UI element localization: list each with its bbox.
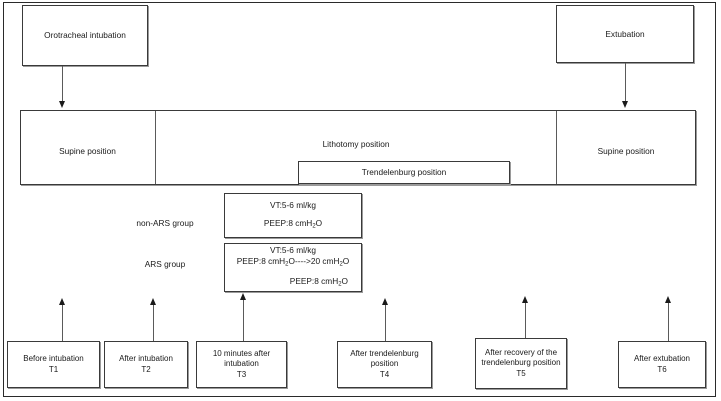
timepoint-t3-code: T3 xyxy=(236,369,247,379)
arrow-t2-shaft xyxy=(153,305,154,341)
trendelenburg-position-label: Trendelenburg position xyxy=(361,167,447,178)
supine-position-left-label: Supine position xyxy=(59,146,116,156)
arrow-t6-shaft xyxy=(668,303,669,341)
non-ars-ventilation-settings: VT:5-6 ml/kg PEEP:8 cmH2O xyxy=(225,200,361,231)
timepoint-box-t5: After recovery of the trendelenburg posi… xyxy=(475,338,567,389)
orotracheal-intubation-box: Orotracheal intubation xyxy=(22,5,148,66)
arrow-t3-head xyxy=(239,293,246,300)
timepoint-t4-code: T4 xyxy=(379,369,390,379)
ars-peep-return-prefix: PEEP:8 cmH xyxy=(289,276,339,287)
extubation-label: Extubation xyxy=(605,28,645,39)
ars-peep-prefix: PEEP:8 cmH xyxy=(236,256,286,267)
ars-group-label: ARS group xyxy=(144,259,186,269)
arrow-t4-head xyxy=(381,298,388,305)
timepoint-t6-text: After extubation xyxy=(633,353,691,363)
ars-vt-line: VT:5-6 ml/kg xyxy=(269,245,317,256)
non-ars-peep-suffix: O xyxy=(315,217,323,228)
orotracheal-intubation-label: Orotracheal intubation xyxy=(44,30,126,41)
non-ars-peep-line: PEEP:8 cmH2O xyxy=(228,218,358,231)
arrow-t6-head xyxy=(664,296,671,303)
ars-spacer xyxy=(228,269,358,276)
ars-ventilation-box: VT:5-6 ml/kg PEEP:8 cmH2O---->20 cmH2O P… xyxy=(224,243,362,292)
ars-peep-return-sub: 2 xyxy=(338,281,342,288)
timepoint-t5-code: T5 xyxy=(516,368,526,378)
ars-peep-return-line: PEEP:8 cmH2O xyxy=(228,276,358,289)
timepoint-t3-text: 10 minutes after intubation xyxy=(212,348,271,369)
non-ars-vt-line: VT:5-6 ml/kg xyxy=(269,199,317,210)
timepoint-box-t2: After intubation T2 xyxy=(104,341,188,388)
position-divider-left xyxy=(155,111,156,184)
timepoint-t1-code: T1 xyxy=(48,364,59,374)
ars-peep-return-suffix: O xyxy=(341,276,348,287)
timepoint-t4-content: After trendelenburg position T4 xyxy=(338,349,431,381)
timepoint-t5-content: After recovery of the trendelenburg posi… xyxy=(476,348,566,380)
trendelenburg-position-box: Trendelenburg position xyxy=(298,161,510,184)
timepoint-box-t6: After extubation T6 xyxy=(618,341,706,388)
ars-peep-ramp-line: PEEP:8 cmH2O---->20 cmH2O xyxy=(228,256,358,269)
arrow-extubation-to-position-shaft xyxy=(625,63,626,102)
ars-peep-suffix: O xyxy=(342,256,350,267)
timepoint-t5-text: After recovery of the trendelenburg posi… xyxy=(481,347,561,368)
ars-peep-sub2: 2 xyxy=(339,261,343,268)
timepoint-t1-text: Before intubation xyxy=(23,353,84,363)
timepoint-t2-text: After intubation xyxy=(119,353,173,363)
arrow-intubation-to-position-shaft xyxy=(62,66,63,102)
non-ars-peep-prefix: PEEP:8 cmH xyxy=(263,217,313,228)
lithotomy-position-label: Lithotomy position xyxy=(322,139,390,149)
non-ars-peep-sub: 2 xyxy=(312,223,316,230)
position-divider-right xyxy=(556,111,557,184)
extubation-box: Extubation xyxy=(556,5,694,63)
arrow-t1-shaft xyxy=(62,305,63,341)
timepoint-box-t3: 10 minutes after intubation T3 xyxy=(196,341,287,388)
timepoint-t4-text: After trendelenburg position xyxy=(350,348,419,369)
arrow-t3-shaft xyxy=(243,300,244,341)
arrow-t5-shaft xyxy=(525,303,526,341)
non-ars-spacer xyxy=(228,211,358,218)
arrow-t1-head xyxy=(58,298,65,305)
arrow-intubation-to-position-head xyxy=(58,101,65,108)
non-ars-ventilation-box: VT:5-6 ml/kg PEEP:8 cmH2O xyxy=(224,193,362,238)
ars-ventilation-settings: VT:5-6 ml/kg PEEP:8 cmH2O---->20 cmH2O P… xyxy=(225,245,361,289)
arrow-t4-shaft xyxy=(385,305,386,341)
timepoint-t2-code: T2 xyxy=(141,364,151,374)
figure-frame xyxy=(3,2,716,397)
timepoint-box-t4: After trendelenburg position T4 xyxy=(337,341,432,388)
timepoint-t2-content: After intubation T2 xyxy=(105,354,187,375)
timepoint-t1-content: Before intubation T1 xyxy=(8,354,99,375)
ars-peep-mid: O---->20 cmH xyxy=(288,256,340,267)
timepoint-t6-content: After extubation T6 xyxy=(619,354,705,375)
timepoint-t6-code: T6 xyxy=(657,364,667,374)
arrow-extubation-to-position-head xyxy=(621,101,628,108)
arrow-t5-head xyxy=(521,296,528,303)
non-ars-group-label: non-ARS group xyxy=(136,218,194,228)
supine-position-right-label: Supine position xyxy=(597,146,655,156)
arrow-t2-head xyxy=(149,298,156,305)
ars-peep-sub1: 2 xyxy=(285,261,289,268)
timepoint-box-t1: Before intubation T1 xyxy=(7,341,100,388)
timepoint-t3-content: 10 minutes after intubation T3 xyxy=(197,349,286,381)
